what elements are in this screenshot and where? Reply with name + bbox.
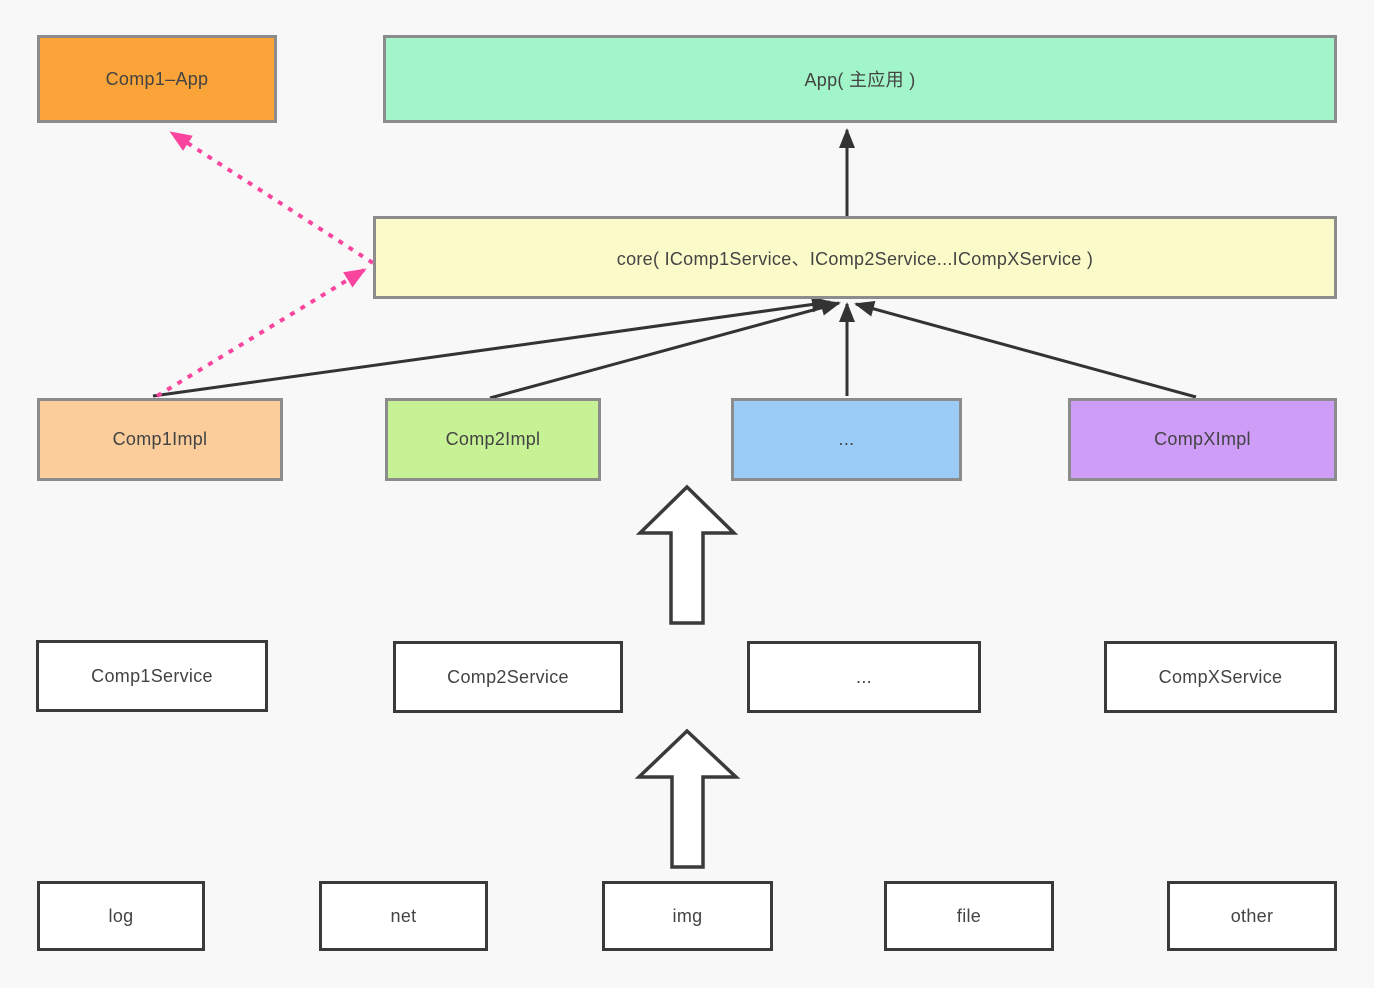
node-label: Comp1Impl: [112, 429, 208, 449]
edge-comp2impl-to-core: [489, 300, 841, 400]
node-label: img: [672, 905, 703, 926]
node-label: ...: [856, 666, 872, 687]
node-comp1-impl: Comp1Impl: [37, 398, 283, 481]
node-label: net: [390, 905, 417, 926]
node-label: Comp1–App: [105, 68, 209, 89]
hollow-up-arrow-icon: [634, 728, 741, 869]
edge-comp1impl-to-core-dashed: [155, 268, 367, 398]
node-label: other: [1230, 905, 1274, 926]
node-app: App( 主应用 ): [383, 35, 1337, 123]
edge-core-to-comp1app-dashed: [169, 131, 375, 265]
node-comp1-app: Comp1–App: [37, 35, 277, 123]
node-log: log: [37, 881, 205, 951]
node-img: img: [602, 881, 773, 951]
node-label: Comp2Service: [447, 666, 569, 687]
node-compx-impl: CompXImpl: [1068, 398, 1337, 481]
node-service-ellipsis: ...: [747, 641, 981, 713]
node-label: file: [956, 905, 982, 926]
node-core: core( IComp1Service、IComp2Service...ICom…: [373, 216, 1337, 299]
node-net: net: [319, 881, 488, 951]
node-comp2-impl: Comp2Impl: [385, 398, 601, 481]
node-other: other: [1167, 881, 1337, 951]
node-label: CompXImpl: [1154, 429, 1251, 449]
node-label: core( IComp1Service、IComp2Service...ICom…: [616, 248, 1094, 269]
node-label: ...: [838, 429, 855, 449]
node-label: Comp2Impl: [445, 429, 541, 449]
hollow-up-arrow-icon: [635, 484, 739, 625]
node-label: CompXService: [1158, 666, 1283, 687]
node-label: log: [108, 905, 134, 926]
node-label: App( 主应用 ): [804, 70, 916, 90]
edge-comp1impl-to-core: [152, 296, 832, 398]
node-compx-service: CompXService: [1104, 641, 1337, 713]
edge-compximpl-to-core: [854, 301, 1197, 399]
node-comp1-service: Comp1Service: [36, 640, 268, 712]
node-comp2-service: Comp2Service: [393, 641, 623, 713]
node-label: Comp1Service: [91, 665, 213, 686]
node-impl-ellipsis: ...: [731, 398, 962, 481]
node-file: file: [884, 881, 1054, 951]
